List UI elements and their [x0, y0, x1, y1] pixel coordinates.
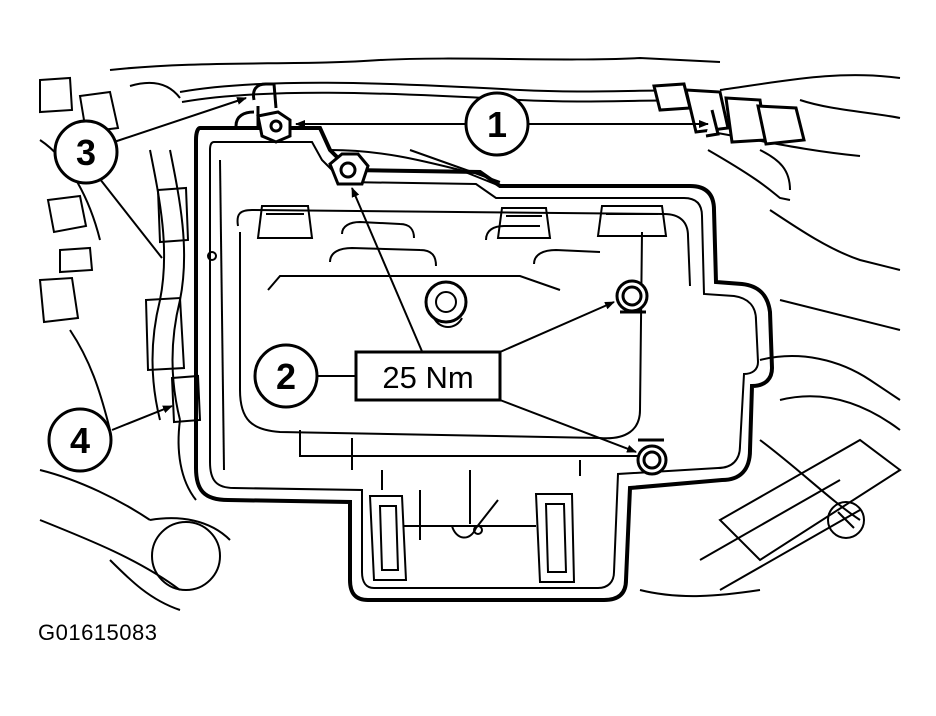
callout-4-number: 4	[70, 420, 90, 461]
callout-3-number: 3	[76, 132, 96, 173]
leader-4	[111, 405, 173, 431]
leader-torque-right-upper	[499, 301, 615, 353]
leader-3a	[113, 97, 247, 143]
callout-2: 2	[253, 343, 319, 409]
bolt-top	[328, 152, 370, 186]
callout-1-number: 1	[487, 104, 507, 145]
callout-2-number: 2	[276, 356, 296, 397]
torque-label: 25 Nm	[354, 350, 502, 402]
leader-3b	[95, 173, 163, 259]
ground-terminal	[256, 110, 292, 144]
figure-id: G01615083	[38, 620, 158, 645]
callout-4: 4	[47, 407, 113, 473]
connector-right	[652, 82, 806, 146]
callout-3: 3	[53, 119, 119, 185]
callout-1: 1	[464, 91, 530, 157]
engine-cover	[194, 126, 775, 602]
bolt-right-lower	[636, 438, 668, 476]
leader-lines	[95, 97, 709, 453]
torque-value: 25 Nm	[382, 360, 473, 395]
leader-torque-right-lower	[499, 399, 637, 453]
bolt-right-upper	[615, 279, 649, 314]
leader-torque-top	[351, 187, 425, 357]
